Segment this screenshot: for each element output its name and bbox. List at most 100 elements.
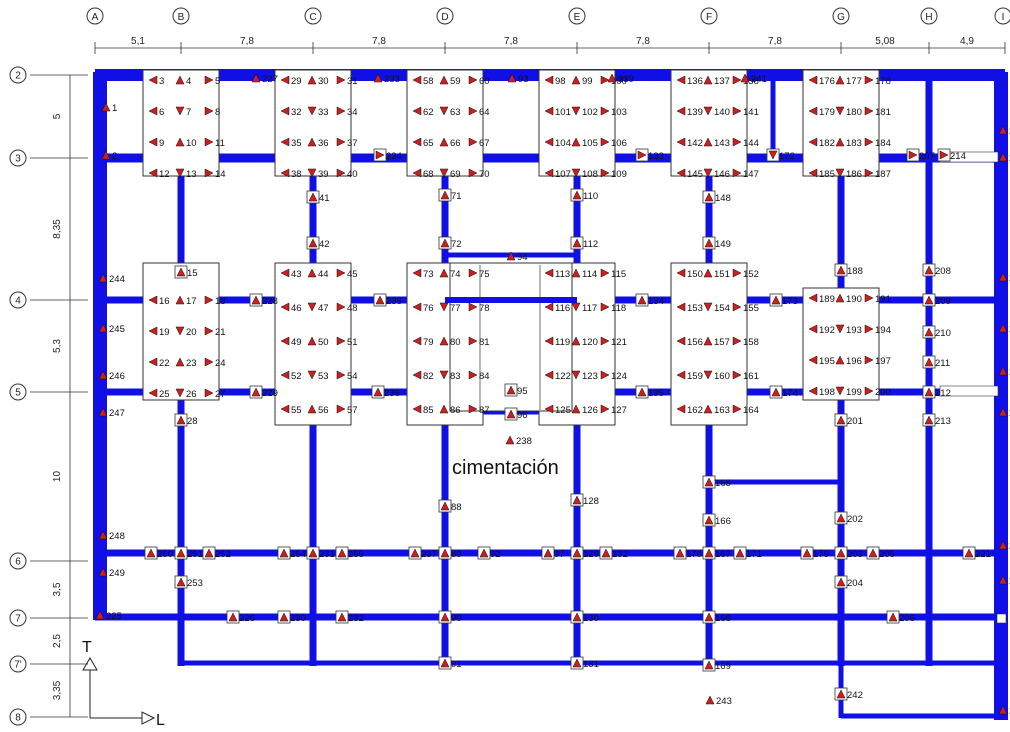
node-marker: 74 bbox=[439, 268, 461, 280]
node-marker: 78 bbox=[468, 302, 490, 314]
node-label: 31 bbox=[347, 76, 358, 87]
footing-small bbox=[996, 613, 1007, 624]
axis-label-v: 3 bbox=[15, 154, 21, 165]
node-label: 195 bbox=[819, 356, 835, 367]
node-label: 241 bbox=[751, 74, 767, 85]
footing bbox=[274, 69, 352, 177]
node-marker: 198 bbox=[808, 386, 835, 398]
node-marker: 53 bbox=[307, 370, 329, 382]
node-marker: 92 bbox=[477, 546, 501, 560]
dim-label-v: 5,3 bbox=[52, 339, 63, 353]
node-triangle bbox=[544, 302, 554, 312]
node-triangle bbox=[439, 137, 449, 147]
node-triangle bbox=[439, 268, 449, 278]
node-label: 91 bbox=[451, 659, 462, 670]
node-label: 157 bbox=[714, 337, 730, 348]
axis-label-v: 7 bbox=[15, 614, 21, 625]
node-marker: 95 bbox=[504, 383, 528, 397]
dim-label-v: 3,5 bbox=[52, 582, 63, 596]
node-triangle bbox=[175, 388, 185, 398]
node-label: 207 bbox=[919, 151, 935, 162]
node-triangle bbox=[373, 73, 383, 83]
node-triangle bbox=[704, 660, 714, 670]
node-triangle bbox=[808, 137, 818, 147]
node-triangle bbox=[601, 548, 611, 558]
node-triangle bbox=[280, 336, 290, 346]
axis-label-v: 8 bbox=[15, 713, 21, 724]
node-label: 16 bbox=[159, 296, 170, 307]
node-triangle bbox=[468, 106, 478, 116]
node-label: 47 bbox=[318, 303, 329, 314]
node-label: 168 bbox=[715, 613, 731, 624]
dim-label-h: 4,9 bbox=[960, 36, 974, 47]
node-marker: 77 bbox=[439, 302, 461, 314]
node-label: 82 bbox=[423, 371, 434, 382]
node-marker: 167 bbox=[702, 546, 731, 560]
node-marker: 5 bbox=[204, 75, 220, 87]
node-label: 106 bbox=[611, 138, 627, 149]
node-marker: 112 bbox=[570, 236, 598, 250]
beam bbox=[95, 613, 1005, 621]
node-marker: 196 bbox=[835, 355, 862, 367]
node-marker: 118 bbox=[600, 302, 626, 314]
node-label: 6 bbox=[159, 107, 164, 118]
node-marker: 72 bbox=[438, 236, 462, 250]
node-marker: 105 bbox=[571, 137, 598, 149]
node-marker: 178 bbox=[864, 75, 891, 87]
node-marker: 25 bbox=[148, 388, 170, 400]
node-label: 253 bbox=[187, 578, 203, 589]
node-triangle bbox=[307, 404, 317, 414]
node-triangle bbox=[204, 106, 214, 116]
node-marker: 245 bbox=[98, 323, 125, 335]
orientation-indicator: T L bbox=[82, 639, 165, 729]
node-triangle bbox=[412, 106, 422, 116]
node-marker: 20 bbox=[175, 326, 197, 338]
node-label: 28 bbox=[187, 416, 198, 427]
node-label: 13 bbox=[186, 169, 197, 180]
node-triangle bbox=[308, 192, 318, 202]
node-marker: 66 bbox=[439, 137, 461, 149]
node-label: 119 bbox=[555, 337, 570, 348]
node-label: 121 bbox=[611, 337, 627, 348]
node-label: 4 bbox=[186, 76, 191, 87]
node-label: 141 bbox=[743, 107, 759, 118]
node-label: 64 bbox=[479, 107, 490, 118]
node-marker: 6 bbox=[148, 106, 164, 118]
node-label: 29 bbox=[291, 76, 302, 87]
node-triangle bbox=[864, 386, 874, 396]
node-label: 184 bbox=[875, 138, 891, 149]
node-triangle bbox=[251, 387, 261, 397]
node-marker: 133 bbox=[635, 148, 664, 162]
node-triangle bbox=[439, 75, 449, 85]
node-marker: 191 bbox=[864, 293, 891, 305]
node-marker: 136 bbox=[676, 75, 703, 87]
node-label: 102 bbox=[582, 107, 598, 118]
node-label: 58 bbox=[423, 76, 434, 87]
node-label: 56 bbox=[318, 405, 329, 416]
node-triangle bbox=[479, 548, 489, 558]
node-marker: 26 bbox=[175, 388, 197, 400]
node-label: 156 bbox=[687, 337, 703, 348]
node-marker: 186 bbox=[835, 168, 862, 180]
node-triangle bbox=[836, 577, 846, 587]
node-marker: 157 bbox=[703, 336, 730, 348]
dim-label-v: 5 bbox=[52, 113, 63, 119]
node-triangle bbox=[251, 295, 261, 305]
node-triangle bbox=[836, 689, 846, 699]
node-marker: 79 bbox=[412, 336, 434, 348]
node-marker: 199 bbox=[835, 386, 862, 398]
node-label: 246 bbox=[109, 371, 125, 382]
node-marker: 251 bbox=[174, 546, 203, 560]
node-label: 52 bbox=[291, 371, 302, 382]
beam bbox=[841, 713, 1005, 719]
node-marker: 1 bbox=[101, 102, 117, 114]
node-label: 89 bbox=[451, 549, 462, 560]
node-triangle bbox=[703, 75, 713, 85]
node-triangle bbox=[505, 435, 515, 445]
footing-small bbox=[939, 385, 999, 397]
node-label: 38 bbox=[291, 169, 302, 180]
section-title: cimentación bbox=[452, 457, 559, 479]
node-triangle bbox=[571, 106, 581, 116]
node-marker: 60 bbox=[468, 75, 490, 87]
node-marker: 91 bbox=[438, 656, 462, 670]
